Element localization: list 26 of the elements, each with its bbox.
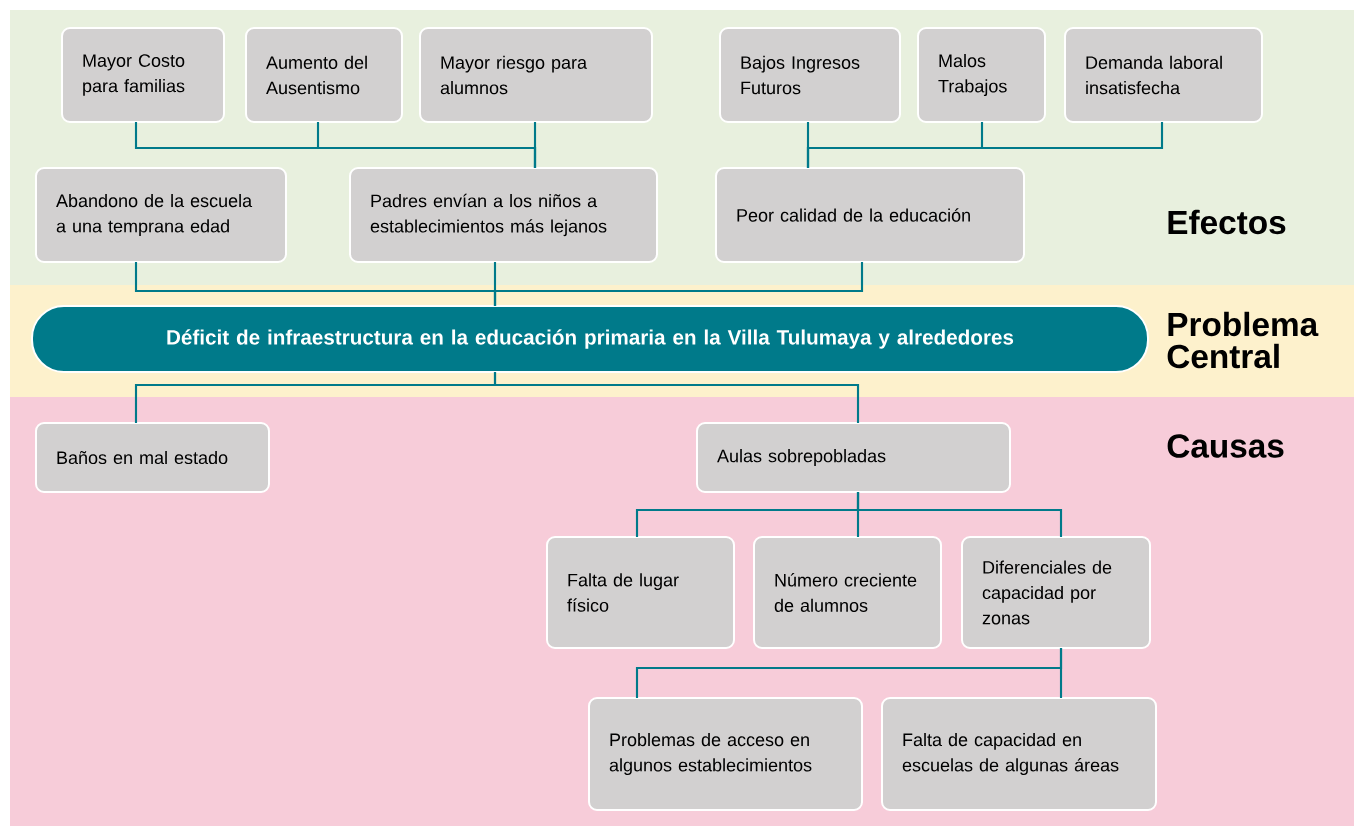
text-box: Diferenciales de capacidad por zonas	[961, 536, 1151, 649]
text-box: Falta de capacidad en escuelas de algunas áreas	[881, 697, 1157, 811]
text-box: Mayor Costo para familias	[61, 27, 225, 123]
connector	[806, 122, 1164, 168]
text-box: Peor calidad de la educación	[715, 167, 1025, 263]
text-box: Abandono de la escuela a una temprana edad	[35, 167, 287, 263]
text-box: Bajos Ingresos Futuros	[719, 27, 901, 123]
connector	[493, 372, 860, 423]
text-box: Padres envían a los niños a establecimientos más lejanos	[349, 167, 658, 263]
text-box: Malos Trabajos	[917, 27, 1046, 123]
connector	[533, 122, 537, 168]
section-heading: Problema Central	[1167, 311, 1319, 369]
connector	[856, 492, 1063, 537]
section-heading: Causas	[1167, 434, 1284, 458]
text-box: Aulas sobrepobladas	[696, 422, 1011, 493]
text-box: Número creciente de alumnos	[753, 536, 942, 649]
connector	[493, 262, 864, 306]
section-heading: Efectos	[1168, 209, 1286, 235]
text-box: Falta de lugar físico	[546, 536, 735, 649]
text-box: Demanda laboral insatisfecha	[1064, 27, 1263, 123]
connector	[1059, 648, 1063, 698]
central-problem-pill: Déficit de infraestructura en la educación primaria en la Villa Tulumaya y alrededores	[31, 305, 1149, 373]
text-box: Mayor riesgo para alumnos	[419, 27, 653, 123]
text-box: Problemas de acceso en algunos establecimientos	[588, 697, 863, 811]
text-box: Baños en mal estado	[35, 422, 270, 493]
text-box: Aumento del Ausentismo	[245, 27, 403, 123]
